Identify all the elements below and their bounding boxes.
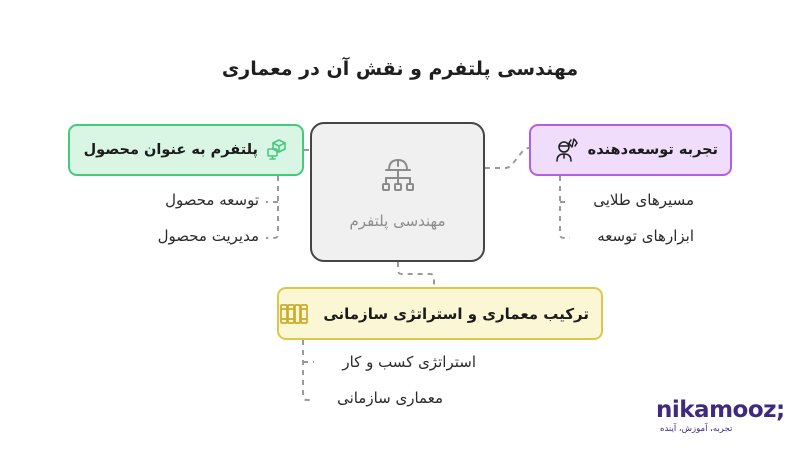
developer-person-icon (554, 137, 580, 163)
page-title: مهندسی پلتفرم و نقش آن در معماری (221, 58, 579, 80)
product-node-label: پلتفرم به عنوان محصول (83, 142, 258, 158)
connector-product-items (266, 176, 279, 239)
connector-developer-items (559, 176, 570, 239)
center-node: مهندسی پلتفرم (310, 122, 485, 262)
product-item-2: مدیریت محصول (157, 227, 259, 245)
connector-architecture (397, 262, 435, 287)
product-node: پلتفرم به عنوان محصول (68, 124, 304, 176)
center-node-label: مهندسی پلتفرم (349, 212, 446, 230)
developer-node-label: تجربه توسعه‌دهنده (587, 142, 718, 158)
connector-developer (485, 147, 530, 169)
architecture-node: ترکیب معماری و استراتژی سازمانی (277, 287, 603, 340)
connector-architecture-items (302, 340, 314, 401)
developer-item-1: مسیرهای طلایی (593, 191, 694, 209)
architecture-node-label: ترکیب معماری و استراتژی سازمانی (323, 304, 589, 323)
developer-node: تجربه توسعه‌دهنده (529, 124, 732, 176)
books-icon (279, 302, 309, 326)
architecture-item-2: معماری سازمانی (337, 389, 443, 407)
developer-item-2: ابزارهای توسعه (597, 227, 694, 245)
architecture-item-1: استراتژی کسب و کار (342, 353, 476, 371)
brand-tagline: تجربه، آموزش، آینده (660, 424, 733, 434)
cube-monitor-icon (266, 138, 290, 162)
hierarchy-helmet-icon (376, 154, 420, 202)
product-item-1: توسعه محصول (165, 191, 259, 209)
brand-logo: nikamooz; (656, 397, 785, 423)
